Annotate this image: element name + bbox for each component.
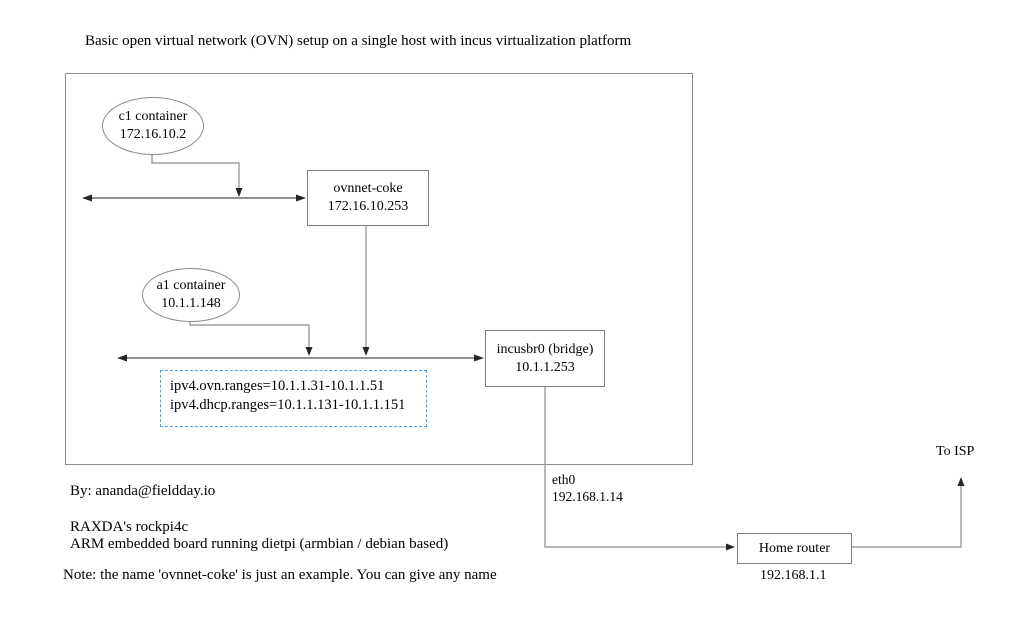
ovn-network-node: ovnnet-coke 172.16.10.253 xyxy=(307,170,429,226)
ovn-network-ip: 172.16.10.253 xyxy=(327,199,409,214)
to-isp-label: To ISP xyxy=(936,444,975,459)
bridge-node: incusbr0 (bridge) 10.1.1.253 xyxy=(485,330,605,387)
bridge-name: incusbr0 (bridge) xyxy=(496,341,594,357)
c1-container-node: c1 container 172.16.10.2 xyxy=(102,97,204,155)
a1-container-ip: 10.1.1.148 xyxy=(161,296,221,311)
host-boundary xyxy=(65,73,693,465)
eth0-name: eth0 xyxy=(552,472,576,487)
home-router-label: Home router xyxy=(758,540,831,556)
bridge-ip: 10.1.1.253 xyxy=(515,359,575,375)
ovn-range-line: ipv4.ovn.ranges=10.1.1.31-10.1.1.51 xyxy=(170,378,385,394)
dhcp-range-line: ipv4.dhcp.ranges=10.1.1.131-10.1.1.151 xyxy=(170,397,406,413)
c1-container-ip: 172.16.10.2 xyxy=(119,127,187,142)
eth0-interface-label: eth0 192.168.1.14 xyxy=(552,472,623,505)
eth0-ip: 192.168.1.14 xyxy=(552,488,623,504)
author-line: By: ananda@fieldday.io xyxy=(70,483,216,499)
router-ip-label: 192.168.1.1 xyxy=(760,568,827,583)
home-router-node: Home router xyxy=(737,533,852,564)
board-line2: ARM embedded board running dietpi (armbi… xyxy=(70,536,449,552)
a1-container-node: a1 container 10.1.1.148 xyxy=(142,268,240,322)
ovn-network-name: ovnnet-coke xyxy=(333,181,403,196)
naming-note: Note: the name 'ovnnet-coke' is just an … xyxy=(63,567,497,583)
c1-container-name: c1 container xyxy=(118,109,188,124)
ip-ranges-note: ipv4.ovn.ranges=10.1.1.31-10.1.1.51 ipv4… xyxy=(160,370,427,427)
a1-container-name: a1 container xyxy=(156,278,226,293)
diagram-title: Basic open virtual network (OVN) setup o… xyxy=(85,33,632,49)
board-line1: RAXDA's rockpi4c xyxy=(70,519,189,535)
